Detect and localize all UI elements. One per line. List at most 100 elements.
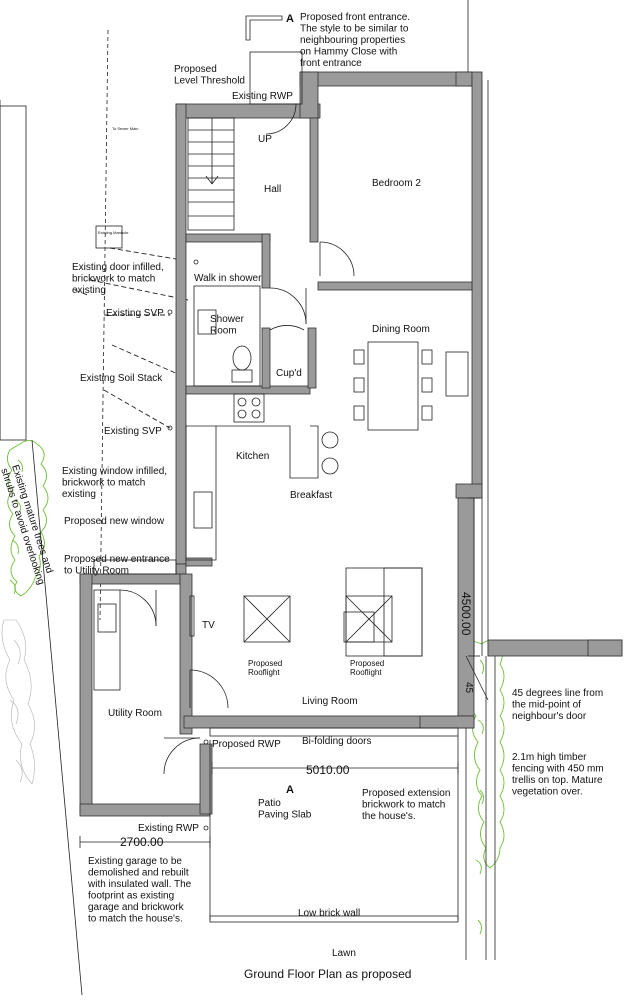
level-threshold-label: Proposed [174, 64, 217, 75]
bedroom2-label: Bedroom 2 [372, 178, 421, 189]
dimensions: 5010.00 2700.00 4500.00 [120, 592, 473, 849]
proposed-rwp-label: Proposed RWP [212, 739, 281, 750]
section-label-top: A [286, 13, 294, 25]
front-entrance-label-line: on Hammy Close with [300, 47, 397, 58]
timber-fencing-label: 2.1m high timber [512, 752, 587, 763]
front-entrance-label-line: The style to be similar to [300, 24, 409, 35]
dim-2700: 2700.00 [120, 835, 164, 849]
section-marker-bottom: A [286, 784, 294, 796]
kitchen-units [185, 393, 339, 561]
garage-note-label-line: demolished and rebuilt [88, 868, 189, 879]
dim-4500: 4500.00 [459, 592, 473, 636]
extension-brick-label-line: the house's. [362, 811, 416, 822]
text-labels: Proposed front entrance.The style to be … [0, 12, 604, 959]
existing-mh-label: Existing Manhole [98, 230, 129, 235]
forty-five-tick-label: 45 [463, 682, 474, 694]
patio-label-line: Paving Slab [258, 810, 312, 821]
bi-folding-label: Bi-folding doors [302, 736, 371, 747]
drainage-lines [74, 247, 189, 429]
garage-note-label-line: with insulated wall. The [87, 879, 192, 890]
existing-svp-1-label: Existing SVP [106, 308, 164, 319]
entrance-door-swing [265, 103, 297, 135]
tv-label: TV [202, 620, 215, 631]
shower-room-label: Shower [210, 314, 245, 325]
window-infilled-label: Existing window infilled, [62, 466, 167, 477]
garage-note-label-line: footprint as existing [88, 891, 174, 902]
garage-note-label: Existing garage to be [88, 856, 182, 867]
door-infilled-label-line: existing [72, 285, 106, 296]
entrance-porch [249, 51, 303, 105]
timber-fencing-label-line: fencing with 450 mm [512, 764, 604, 775]
manhole-box [95, 225, 123, 249]
garage-note-label-line: garage and brickwork [88, 902, 185, 913]
house-walls [79, 71, 623, 817]
forty-five-label-line: neighbour's door [512, 711, 587, 722]
new-entrance-label: Proposed new entrance [64, 554, 170, 565]
hall-label: Hall [264, 184, 281, 195]
rooflight-2-label: Proposed [350, 659, 384, 668]
new-entrance-label-line: to Utility Room [64, 566, 129, 577]
tree-left [7, 439, 49, 597]
existing-rwp-top-label: Existing RWP [232, 91, 293, 102]
door-infilled-label: Existing door infilled, [72, 262, 164, 273]
lawn-label: Lawn [332, 948, 356, 959]
new-window-label: Proposed new window [64, 516, 165, 527]
front-entrance-label-line: neighbouring properties [300, 35, 405, 46]
tree-left-grey [1, 619, 35, 785]
section-marker-top: A [245, 13, 294, 41]
neighbour-building [0, 105, 27, 441]
level-threshold-label-line: Level Threshold [174, 76, 245, 87]
tree-right [467, 639, 505, 935]
existing-svp-2-label: Existing SVP [104, 426, 162, 437]
living-furniture [189, 567, 423, 657]
forty-five-label: 45 degrees line from [512, 688, 603, 699]
forty-five-label-line: the mid-point of [512, 700, 581, 711]
svg-text:Proposed front entrance.The st: Proposed front entrance.The style to be … [300, 12, 410, 69]
rooflight-2-label-line: Rooflight [350, 668, 382, 677]
window-infilled-label-line: brickwork to match [62, 478, 145, 489]
plan-title: Ground Floor Plan as proposed [244, 967, 411, 981]
soil-stack-label: Existing Soil Stack [80, 373, 163, 384]
boundary-line-left [31, 439, 83, 996]
kitchen-label: Kitchen [236, 451, 269, 462]
svg-text:Existing mature trees andshrub: Existing mature trees andshrubs to avoid… [0, 464, 57, 587]
section-label-bottom: A [286, 784, 294, 796]
extension-brick-label: Proposed extension [362, 788, 450, 799]
door-infilled-label-line: brickwork to match [72, 274, 155, 285]
timber-fencing-label-line: trellis on top. Mature [512, 775, 603, 786]
dining-room-label: Dining Room [372, 324, 430, 335]
rooflight-1-label-line: Rooflight [248, 668, 280, 677]
patio-label: Patio [258, 798, 281, 809]
extension-brick-label-line: brickwork to match [362, 800, 445, 811]
utility-fittings [93, 559, 177, 691]
front-entrance-label-line: front entrance [300, 58, 362, 69]
dining-table [353, 341, 469, 431]
dim-5010: 5010.00 [306, 763, 350, 777]
to-sewer-label: To Sewer Main [112, 126, 138, 131]
garage-note-label-line: to match the house's. [88, 914, 183, 925]
living-room-label: Living Room [302, 696, 358, 707]
cupd-label: Cup'd [276, 368, 302, 379]
low-brick-wall-label: Low brick wall [298, 908, 360, 919]
front-entrance-label: Proposed front entrance. [300, 12, 410, 23]
utility-room-label: Utility Room [108, 708, 162, 719]
patio-lines [79, 497, 489, 923]
drain-line [99, 29, 109, 621]
shower-fittings [167, 259, 261, 431]
timber-fencing-label-line: vegetation over. [512, 787, 583, 798]
shower-room-label-line: Room [210, 326, 237, 337]
breakfast-label: Breakfast [290, 490, 332, 501]
svg-text:Existing window infilled,brick: Existing window infilled,brickwork to ma… [62, 466, 167, 500]
walk-in-shower-label: Walk in shower [194, 273, 262, 284]
door-swings [119, 241, 355, 775]
